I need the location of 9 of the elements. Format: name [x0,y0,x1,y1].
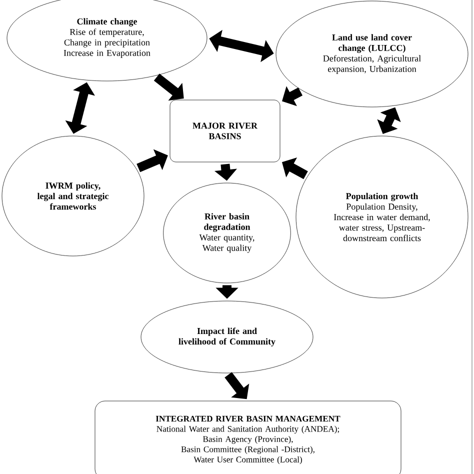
ellipse-node: IWRM policy, legal and strategic frameworks [2,136,144,256]
ellipse-node: River basin degradation Water quantity, Water quality [163,182,291,284]
ellipse-node: Impact life and livelihood of Community [140,300,314,374]
management-box: INTEGRATED RIVER BASIN MANAGEMENT National Water and Sanitation Authority (ANDEA); Basin Agency (Province), Basin Committee (Regional -District), Water User Committee (Local) [94,400,402,474]
ellipse-node: Land use land cover change (LULCC) Deforestation, Agricultural expansion, Urbanization [276,0,468,108]
process-box: MAJOR RIVER BASINS [170,100,280,162]
block-arrow [224,372,250,400]
block-arrow [136,149,168,172]
ellipse-node: Population growth Population Density, Increase in water demand, water stress, Upstream- downstream conflicts [296,136,468,298]
